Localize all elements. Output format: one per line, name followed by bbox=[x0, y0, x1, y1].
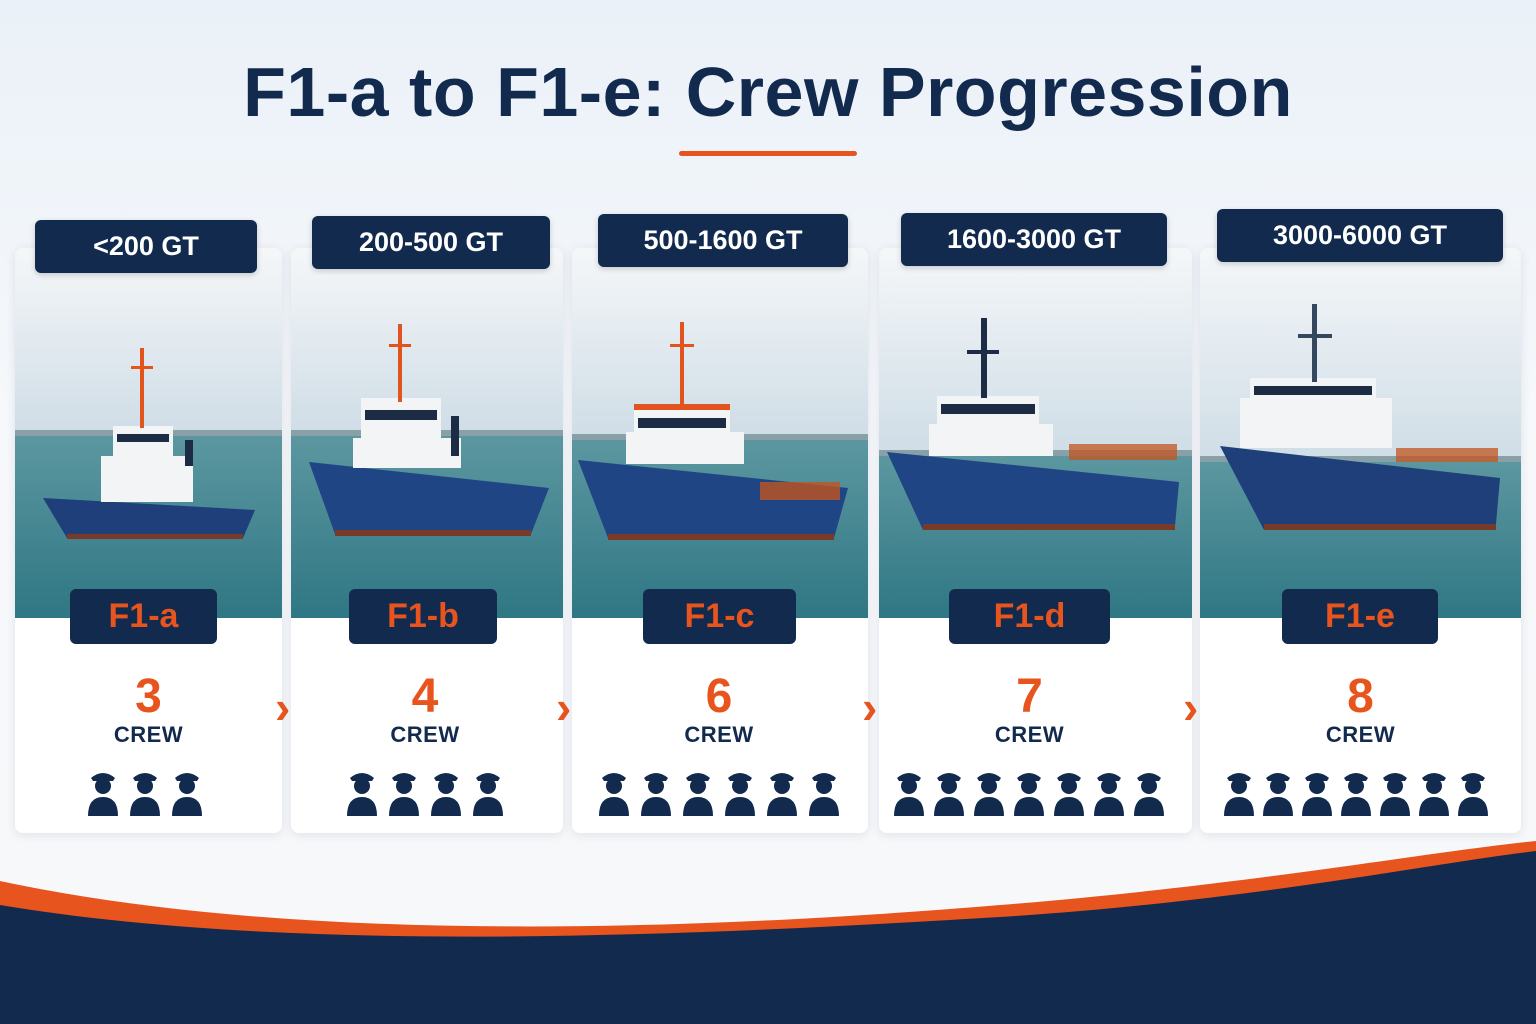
crew-member-icon bbox=[129, 773, 160, 816]
arrow-icon: › bbox=[556, 681, 572, 733]
crew-member-icon bbox=[1340, 773, 1371, 816]
gt-badge: 500-1600 GT bbox=[598, 214, 848, 267]
crew-count: 3 bbox=[135, 670, 162, 723]
crew-member-icon bbox=[1223, 773, 1254, 816]
crew-label: CREW bbox=[684, 722, 754, 747]
crew-count: 8 bbox=[1347, 670, 1374, 723]
crew-member-icon bbox=[1418, 773, 1449, 816]
crew-member-icon bbox=[389, 773, 419, 816]
class-badge: F1-d bbox=[949, 589, 1110, 644]
crew-label: CREW bbox=[390, 722, 460, 747]
card-f1-c: 500-1600 GT F1-c 6 CREW bbox=[571, 214, 868, 833]
arrow-icon: › bbox=[862, 681, 878, 733]
ship-photo bbox=[291, 248, 563, 618]
gt-badge: 3000-6000 GT bbox=[1217, 209, 1503, 262]
bottom-wave bbox=[0, 841, 1536, 1024]
crew-count: 7 bbox=[1016, 670, 1043, 723]
card-f1-b: 200-500 GT F1-b 4 CREW bbox=[289, 216, 563, 833]
ship-photo bbox=[15, 248, 282, 618]
crew-member-icon bbox=[431, 773, 461, 816]
crew-member-icon bbox=[1262, 773, 1293, 816]
crew-member-icon bbox=[87, 773, 118, 816]
page-title: F1-a to F1-e: Crew Progression bbox=[243, 53, 1293, 131]
card-f1-a: <200 GT F1-a 3 CREW bbox=[15, 220, 282, 833]
crew-member-icon bbox=[767, 773, 797, 816]
class-badge: F1-c bbox=[643, 589, 796, 644]
crew-member-icon bbox=[1093, 773, 1124, 816]
crew-member-icon bbox=[171, 773, 202, 816]
crew-member-icon bbox=[1013, 773, 1044, 816]
crew-member-icon bbox=[683, 773, 713, 816]
crew-member-icon bbox=[347, 773, 377, 816]
class-badge: F1-a bbox=[70, 589, 217, 644]
card-f1-d: 1600-3000 GT F1-d 7 CREW bbox=[879, 213, 1192, 833]
crew-icons bbox=[571, 766, 867, 816]
crew-icons bbox=[11, 766, 278, 816]
ship-photo bbox=[572, 248, 868, 618]
arrow-icon: › bbox=[1183, 681, 1199, 733]
ship-photo bbox=[879, 248, 1192, 618]
title-underline bbox=[679, 151, 857, 156]
crew-member-icon bbox=[641, 773, 671, 816]
ship-photo bbox=[1200, 248, 1521, 618]
crew-member-icon bbox=[473, 773, 503, 816]
crew-member-icon bbox=[933, 773, 964, 816]
card-f1-e: 3000-6000 GT F1-e 8 CREW bbox=[1200, 209, 1521, 833]
crew-icons bbox=[1195, 766, 1516, 816]
arrow-icon: › bbox=[275, 681, 291, 733]
crew-member-icon bbox=[599, 773, 629, 816]
crew-label: CREW bbox=[1325, 722, 1396, 747]
crew-count: 6 bbox=[705, 670, 733, 723]
crew-member-icon bbox=[725, 773, 755, 816]
crew-member-icon bbox=[1301, 773, 1332, 816]
crew-member-icon bbox=[1053, 773, 1084, 816]
crew-icons bbox=[289, 766, 561, 816]
crew-member-icon bbox=[1133, 773, 1164, 816]
crew-member-icon bbox=[1379, 773, 1410, 816]
gt-badge: 200-500 GT bbox=[312, 216, 550, 269]
gt-badge: 1600-3000 GT bbox=[901, 213, 1167, 266]
crew-icons bbox=[872, 766, 1185, 816]
crew-label: CREW bbox=[113, 722, 184, 747]
crew-member-icon bbox=[973, 773, 1004, 816]
class-badge: F1-b bbox=[349, 589, 497, 644]
crew-member-icon bbox=[1457, 773, 1488, 816]
crew-member-icon bbox=[809, 773, 839, 816]
class-badge: F1-e bbox=[1282, 589, 1438, 644]
crew-member-icon bbox=[893, 773, 924, 816]
gt-badge: <200 GT bbox=[35, 220, 257, 273]
crew-label: CREW bbox=[994, 722, 1065, 747]
crew-count: 4 bbox=[411, 670, 439, 723]
